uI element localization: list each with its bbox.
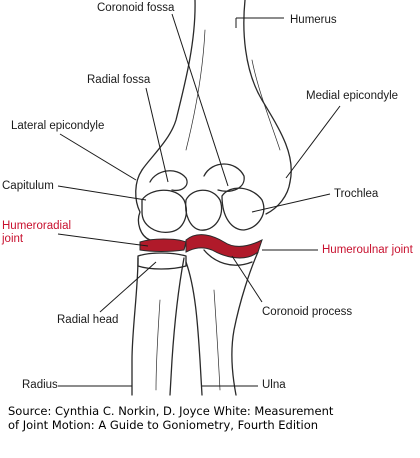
humeroradial-joint <box>139 238 187 252</box>
humerus-shaft <box>141 0 196 171</box>
source-caption: Source: Cynthia C. Norkin, D. Joyce Whit… <box>8 404 348 432</box>
radius-shaft <box>131 257 139 396</box>
humeroulnar-joint <box>185 234 263 259</box>
coronoid-fossa <box>203 163 245 192</box>
label-capitulum: Capitulum <box>2 180 54 192</box>
label-radial-fossa: Radial fossa <box>87 74 151 86</box>
label-coronoid-fossa: Coronoid fossa <box>97 2 175 14</box>
label-trochlea: Trochlea <box>334 188 379 200</box>
label-humerus: Humerus <box>290 14 337 26</box>
label-ulna: Ulna <box>262 379 286 391</box>
label-medial-epicondyle: Medial epicondyle <box>306 90 399 102</box>
caption-line-2: of Joint Motion: A Guide to Goniometry, … <box>8 418 319 432</box>
coronoid-process-outline <box>203 249 253 266</box>
label-humeroulnar-joint: Humeroulnar joint <box>322 244 413 256</box>
label-radial-head: Radial head <box>57 314 119 326</box>
caption-line-1: Source: Cynthia C. Norkin, D. Joyce Whit… <box>8 404 334 418</box>
label-lateral-epicondyle: Lateral epicondyle <box>11 120 105 132</box>
capitulum-outline <box>135 169 151 241</box>
label-radius: Radius <box>22 379 58 391</box>
medial-epicondyle-outline <box>265 181 291 215</box>
label-humeroradial-joint-line1: Humeroradial <box>2 220 72 232</box>
radial-fossa <box>149 170 188 192</box>
label-humeroradial-joint-line2: joint <box>2 233 24 245</box>
label-coronoid-process: Coronoid process <box>262 306 353 318</box>
radial-head <box>137 252 187 270</box>
ulna-shaft <box>185 261 203 396</box>
